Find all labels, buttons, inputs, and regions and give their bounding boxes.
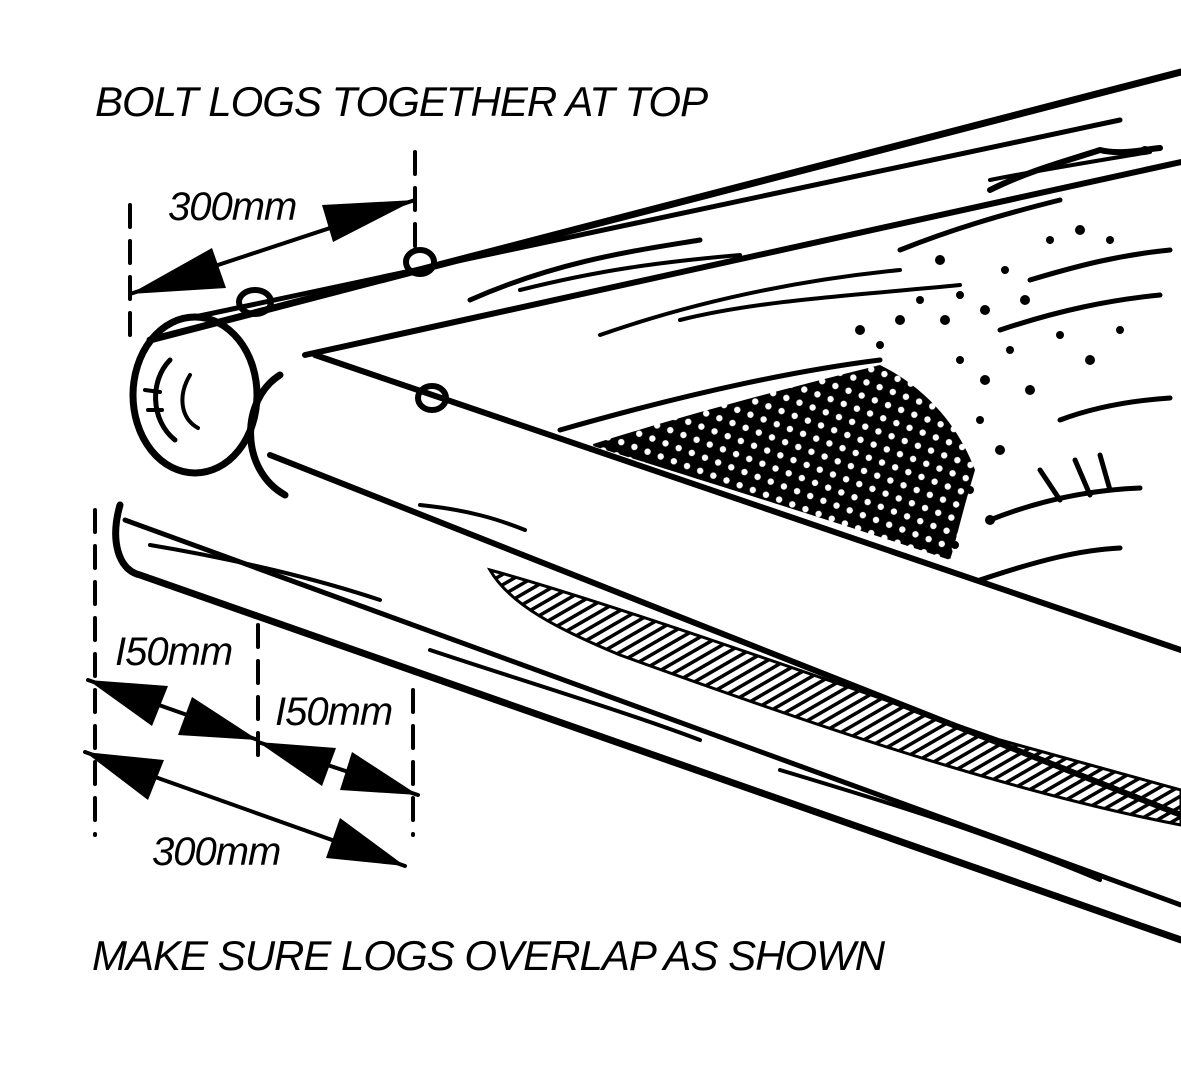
top-caption: BOLT LOGS TOGETHER AT TOP <box>95 78 708 125</box>
top-dimension-label: 300mm <box>168 185 296 229</box>
arrowhead-right <box>326 818 405 866</box>
bottom-right-dimension-label: I50mm <box>275 690 392 734</box>
bottom-left-dimension-label: I50mm <box>115 630 232 674</box>
arrowhead-right <box>322 200 415 242</box>
arrowhead-right <box>178 697 258 740</box>
arrowhead-left <box>130 248 226 294</box>
interior-dotted-shading <box>557 357 975 560</box>
bottom-dimensions <box>83 508 420 868</box>
arrowhead-left <box>258 742 336 786</box>
arrowhead-right <box>340 752 418 795</box>
bolt-head <box>236 287 274 317</box>
upper-log <box>146 68 1181 358</box>
bolt-head <box>403 247 437 277</box>
bottom-total-dimension-label: 300mm <box>152 830 280 874</box>
arrowhead-left <box>88 680 168 726</box>
top-dimension <box>128 150 417 337</box>
arrowhead-left <box>85 752 164 800</box>
bottom-caption: MAKE SURE LOGS OVERLAP AS SHOWN <box>92 932 886 979</box>
lower-log <box>112 352 1181 944</box>
water-splash <box>855 145 1173 583</box>
